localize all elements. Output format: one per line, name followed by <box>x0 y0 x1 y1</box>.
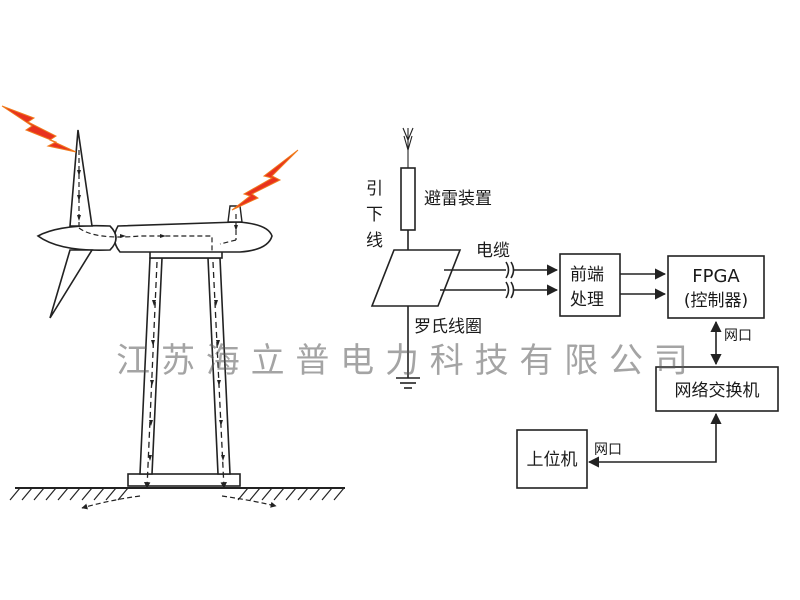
air-terminal-tip <box>402 127 414 168</box>
monitoring-system-diagram <box>370 127 779 489</box>
lightning-bolt-right <box>231 149 299 211</box>
nacelle <box>113 221 273 253</box>
rogowski-coil-label: 罗氏线圈 <box>414 317 482 337</box>
host-label: 上位机 <box>527 450 578 470</box>
port-label-right: 网口 <box>724 328 752 344</box>
blade-current-arrows <box>77 170 238 238</box>
lightning-arrester-box <box>400 167 416 231</box>
wind-turbine-illustration <box>1 105 345 510</box>
lightning-bolt-left <box>1 105 77 153</box>
fpga-label-1: FPGA <box>692 266 740 287</box>
arrester-label: 避雷装置 <box>424 189 492 209</box>
blade-upper <box>69 129 93 227</box>
rogowski-coil <box>370 249 462 307</box>
blade-lower <box>49 249 94 319</box>
frontend-to-fpga-arrows <box>620 268 667 300</box>
frontend-label-1: 前端 <box>570 265 604 285</box>
fpga-label-2: (控制器) <box>684 291 748 311</box>
port-label-bottom: 网口 <box>594 442 622 458</box>
ground-symbol <box>396 377 420 389</box>
ground <box>9 487 345 510</box>
lead-wire-label-1: 引 <box>366 179 383 199</box>
cable-label: 电缆 <box>476 241 510 261</box>
switch-host-link <box>587 412 722 468</box>
fpga-controller-box <box>667 255 765 319</box>
company-watermark: 江 苏 海 立 普 电 力 科 技 有 限 公 司 <box>116 341 688 381</box>
lead-wire-label-2: 下 <box>366 205 383 225</box>
tower-current-path <box>144 261 227 489</box>
frontend-processing-box <box>559 253 621 317</box>
rotor-hub <box>36 224 117 252</box>
tower-current-arrows <box>148 300 225 461</box>
frontend-label-2: 处理 <box>570 290 604 310</box>
host-computer-box <box>516 429 588 489</box>
tower-foundation <box>127 473 241 487</box>
switch-label: 网络交换机 <box>675 381 760 401</box>
signal-cables <box>440 261 559 299</box>
lead-wire-label-3: 线 <box>366 231 383 251</box>
network-switch-box <box>655 366 779 412</box>
